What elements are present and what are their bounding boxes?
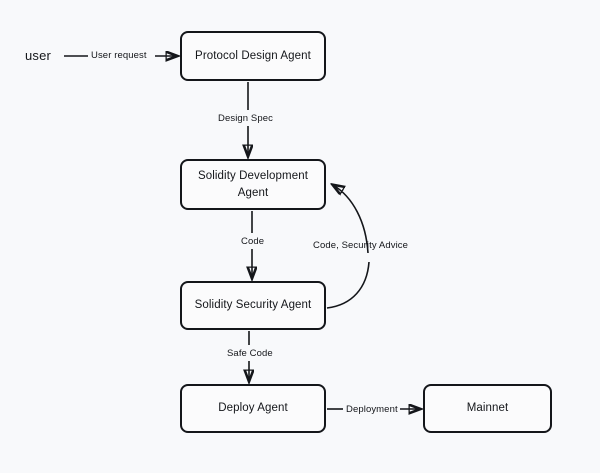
- node-label-mainnet: Mainnet: [466, 402, 509, 415]
- actor-user: user: [25, 48, 52, 63]
- node-protocol-design-agent[interactable]: Protocol Design Agent: [180, 31, 326, 81]
- node-solidity-security-agent[interactable]: Solidity Security Agent: [180, 281, 326, 330]
- edge-label-user-request: User request: [91, 50, 147, 61]
- node-deploy-agent[interactable]: Deploy Agent: [180, 384, 326, 433]
- edge-line-code-security-advice-b: [333, 185, 369, 254]
- edge-label-code: Code: [241, 236, 265, 247]
- edge-label-deployment: Deployment: [346, 404, 398, 415]
- node-label-solidity-development-agent: Solidity Development Agent: [197, 169, 309, 199]
- edge-label-code-security-advice: Code, Security Advice: [313, 240, 409, 251]
- edge-label-design-spec: Design Spec: [218, 113, 273, 124]
- node-label-protocol-design-agent: Protocol Design Agent: [195, 49, 311, 62]
- edge-line-code-security-advice-a: [326, 261, 370, 309]
- node-label-deploy-agent: Deploy Agent: [218, 402, 288, 415]
- node-solidity-development-agent[interactable]: Solidity Development Agent: [180, 159, 326, 210]
- node-label-solidity-security-agent: Solidity Security Agent: [194, 299, 312, 312]
- edge-label-safe-code: Safe Code: [227, 348, 273, 359]
- node-mainnet[interactable]: Mainnet: [423, 384, 552, 433]
